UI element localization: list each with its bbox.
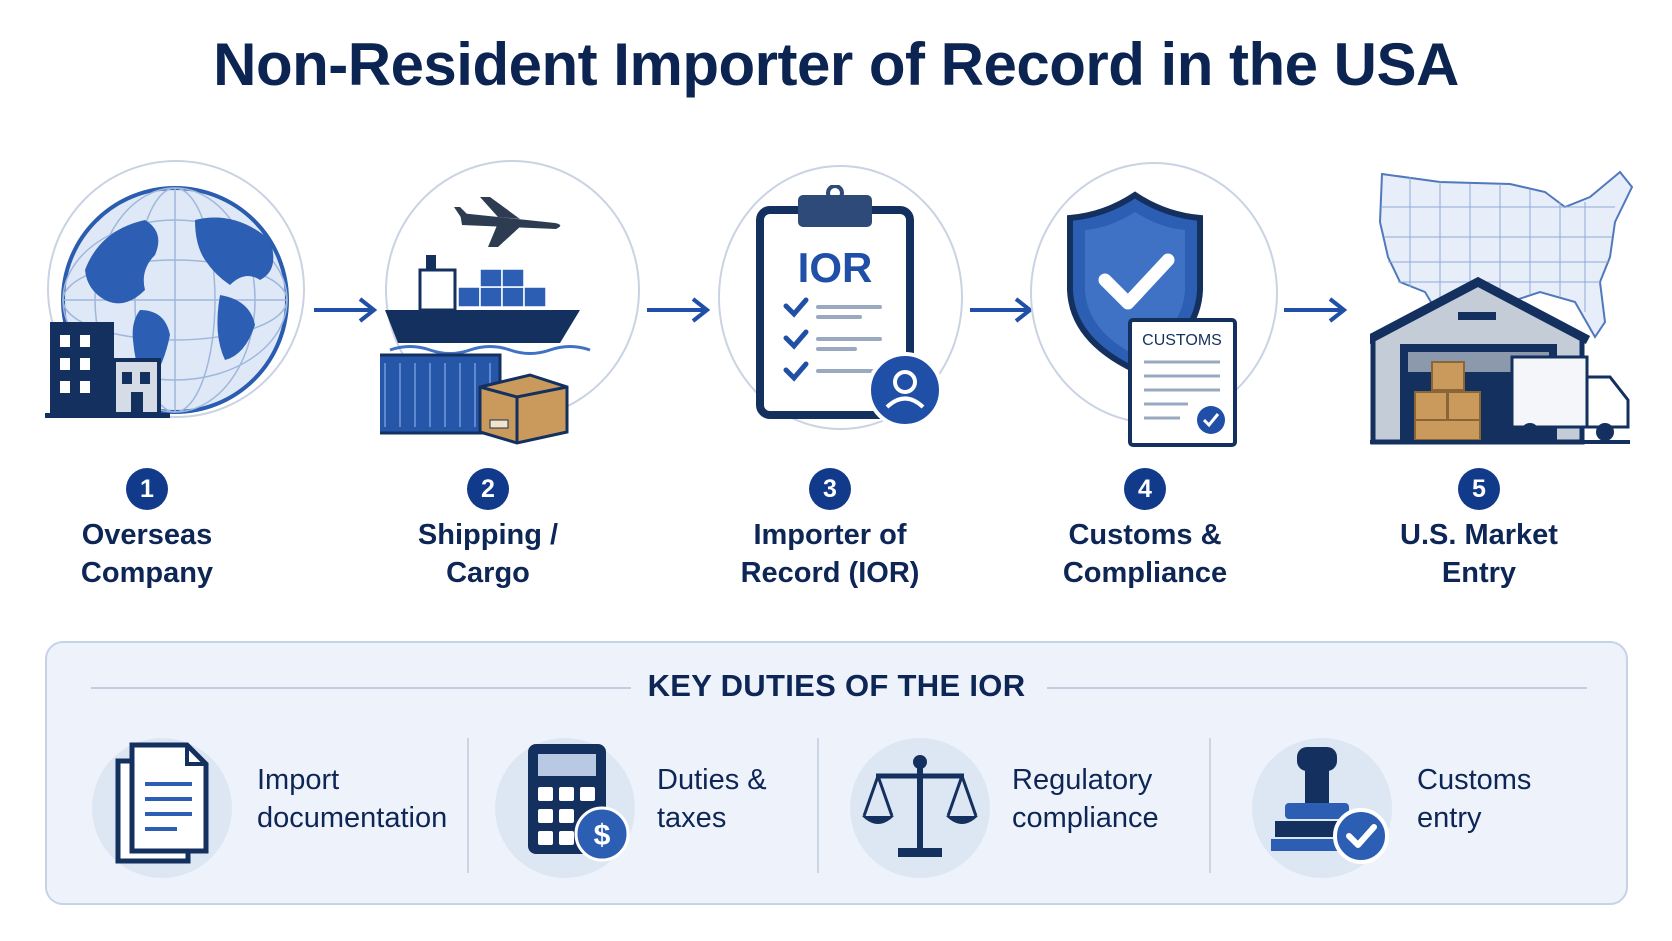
calculator-dollar-icon: $	[528, 744, 630, 862]
step-2-label-line1: Shipping /	[417, 519, 559, 551]
arrow-2-icon	[647, 297, 711, 323]
duty-4-label-line1: Customs	[1417, 764, 1532, 796]
duty-2-label-line1: Duties &	[657, 764, 767, 796]
page-title: Non-Resident Importer of Record in the U…	[213, 31, 1459, 98]
arrow-4-icon	[1284, 297, 1348, 323]
duty-4-label-line2: entry	[1417, 802, 1482, 834]
step-4-label: Customs & Compliance	[1015, 516, 1275, 592]
arrow-3-icon	[970, 297, 1034, 323]
ior-clipboard-icon: IOR	[756, 185, 943, 428]
duties-title: KEY DUTIES OF THE IOR	[647, 668, 1026, 703]
step-1-label-line1: Overseas	[81, 519, 213, 551]
step-4-label-line1: Customs &	[1068, 519, 1222, 551]
duty-2-label: Duties & taxes	[657, 761, 767, 837]
step-2-label-line2: Cargo	[446, 557, 530, 589]
step-2-number: 2	[467, 468, 509, 510]
stamp-check-icon	[1271, 747, 1389, 864]
duty-divider-2	[817, 738, 819, 873]
duty-3-label-line2: compliance	[1012, 802, 1159, 834]
arrow-1-icon	[314, 297, 378, 323]
duty-1-label: Import documentation	[257, 761, 447, 837]
step-1-label-line2: Company	[80, 557, 214, 589]
usa-warehouse-icon	[1370, 170, 1634, 445]
duty-4-label: Customs entry	[1417, 761, 1531, 837]
step-3-label-line2: Record (IOR)	[740, 557, 920, 589]
step-1-number: 1	[126, 468, 168, 510]
duties-title-rule-left	[91, 687, 631, 689]
step-5-number: 5	[1458, 468, 1500, 510]
step-5-label-line2: Entry	[1441, 557, 1517, 589]
customs-doc-text: CUSTOMS	[1142, 332, 1222, 349]
ior-text: IOR	[798, 244, 873, 291]
shield-customs-icon: CUSTOMS	[1067, 191, 1237, 447]
duty-1-label-line2: documentation	[257, 802, 448, 834]
duty-3-label: Regulatory compliance	[1012, 761, 1159, 837]
scales-icon	[862, 755, 978, 857]
step-2-label: Shipping / Cargo	[358, 516, 618, 592]
duty-divider-3	[1209, 738, 1211, 873]
step-4-label-line2: Compliance	[1062, 557, 1228, 589]
cargo-ship-icon	[380, 197, 591, 445]
duty-1-label-line1: Import	[257, 764, 340, 796]
duty-3-label-line1: Regulatory	[1012, 764, 1153, 796]
duty-divider-1	[467, 738, 469, 873]
step-5-label-line1: U.S. Market	[1400, 519, 1558, 551]
step-4-number: 4	[1124, 468, 1166, 510]
documents-icon	[115, 742, 209, 864]
step-3-label-line1: Importer of	[753, 519, 907, 551]
duty-2-label-line2: taxes	[657, 802, 727, 834]
step-3-number: 3	[809, 468, 851, 510]
step-1-label: Overseas Company	[17, 516, 277, 592]
step-5-label: U.S. Market Entry	[1349, 516, 1609, 592]
step-3-label: Importer of Record (IOR)	[700, 516, 960, 592]
globe-building-icon	[45, 186, 289, 418]
svg-text:$: $	[594, 819, 611, 852]
key-duties-panel: KEY DUTIES OF THE IOR Import documentati…	[45, 641, 1628, 905]
duties-title-rule-right	[1047, 687, 1587, 689]
